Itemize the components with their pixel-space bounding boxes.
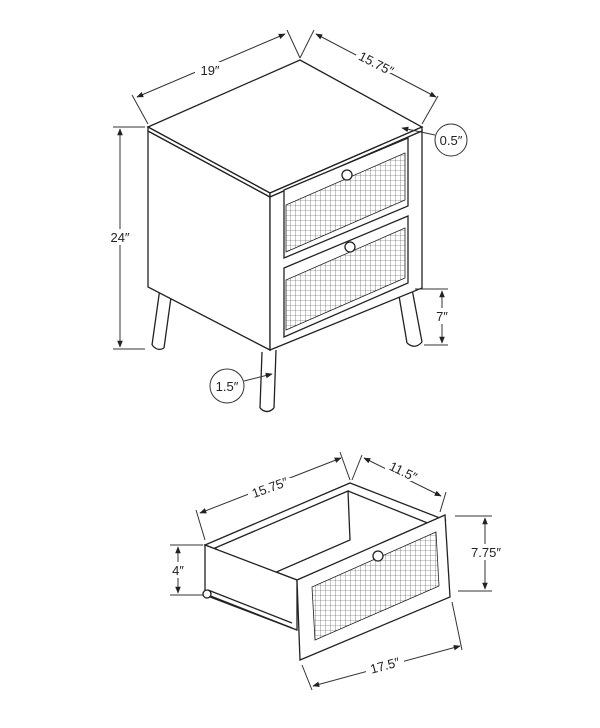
width-label: 19″ xyxy=(200,63,219,78)
depth-label: 15.75″ xyxy=(356,48,396,78)
top-thickness-label: 0.5″ xyxy=(440,133,463,148)
drawer-side xyxy=(204,544,298,631)
drawer-drawing xyxy=(202,482,451,661)
leg-front xyxy=(259,351,263,409)
leg-back-right xyxy=(397,289,408,344)
drawer-slide xyxy=(207,589,293,624)
front-height-label: 7.75″ xyxy=(471,545,501,560)
nightstand-drawing xyxy=(146,59,424,413)
leg-back-left xyxy=(151,287,161,346)
leg-diameter-label: 1.5″ xyxy=(216,379,239,394)
drawer-dimensions: 15.75″ 11.5″ 4″ 7.75″ 17.5″ xyxy=(167,451,508,691)
drawer-height-label: 4″ xyxy=(172,563,184,578)
nightstand-dimensions: 19″ 15.75″ 24″ 7″ 0.5″ 1.5″ xyxy=(104,29,468,404)
leg-height-label: 7″ xyxy=(436,309,448,324)
knob-icon xyxy=(341,169,353,181)
knob-icon xyxy=(372,550,384,562)
knob-icon xyxy=(344,241,356,253)
height-label: 24″ xyxy=(110,230,129,245)
